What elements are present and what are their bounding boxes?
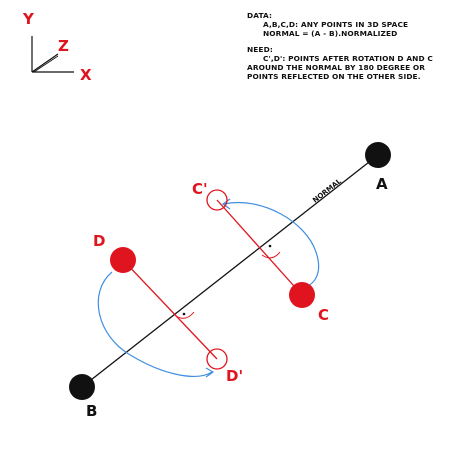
need-line-3: POINTS REFLECTED ON THE OTHER SIDE. bbox=[247, 72, 421, 82]
arc-arrowhead-c bbox=[221, 198, 231, 210]
normal-line bbox=[81, 154, 379, 388]
point-d bbox=[110, 247, 136, 273]
z-axis-line bbox=[31, 53, 59, 73]
point-d-prime bbox=[206, 348, 228, 370]
axis-gizmo bbox=[31, 36, 74, 73]
c-segment bbox=[216, 199, 303, 296]
label-c-prime: C' bbox=[192, 180, 208, 198]
data-line-2: NORMAL = (A - B).NORMALIZED bbox=[263, 29, 398, 39]
y-axis-label: Y bbox=[22, 10, 35, 28]
data-heading: DATA: bbox=[247, 11, 273, 20]
notes-block: DATA: A,B,C,D: ANY POINTS IN 3D SPACE NO… bbox=[247, 11, 469, 81]
point-b bbox=[69, 374, 95, 400]
need-heading: NEED: bbox=[247, 44, 273, 54]
normal-label: NORMAL bbox=[311, 177, 343, 205]
point-a bbox=[365, 142, 391, 168]
d-segment bbox=[122, 259, 218, 360]
need-line-1: C',D': POINTS AFTER ROTATION D AND C bbox=[263, 53, 433, 63]
label-a: A bbox=[376, 175, 388, 193]
rotation-arc-c bbox=[223, 202, 320, 289]
x-axis-label: X bbox=[80, 66, 92, 84]
label-c: C bbox=[318, 306, 329, 324]
label-b: B bbox=[86, 402, 97, 420]
need-line-2: AROUND THE NORMAL BY 180 DEGREE OR bbox=[247, 63, 426, 73]
right-angle-marker-d bbox=[175, 311, 195, 319]
rotation-arc-d bbox=[97, 271, 213, 377]
label-d: D bbox=[93, 232, 105, 250]
point-c-prime bbox=[206, 189, 228, 211]
label-d-prime: D' bbox=[226, 367, 243, 385]
arc-arrowhead-d bbox=[205, 367, 215, 378]
data-line-1: A,B,C,D: ANY POINTS IN 3D SPACE bbox=[263, 20, 409, 30]
right-angle-marker-c bbox=[261, 251, 281, 259]
point-c bbox=[289, 282, 315, 308]
z-axis-label: Z bbox=[58, 37, 69, 55]
